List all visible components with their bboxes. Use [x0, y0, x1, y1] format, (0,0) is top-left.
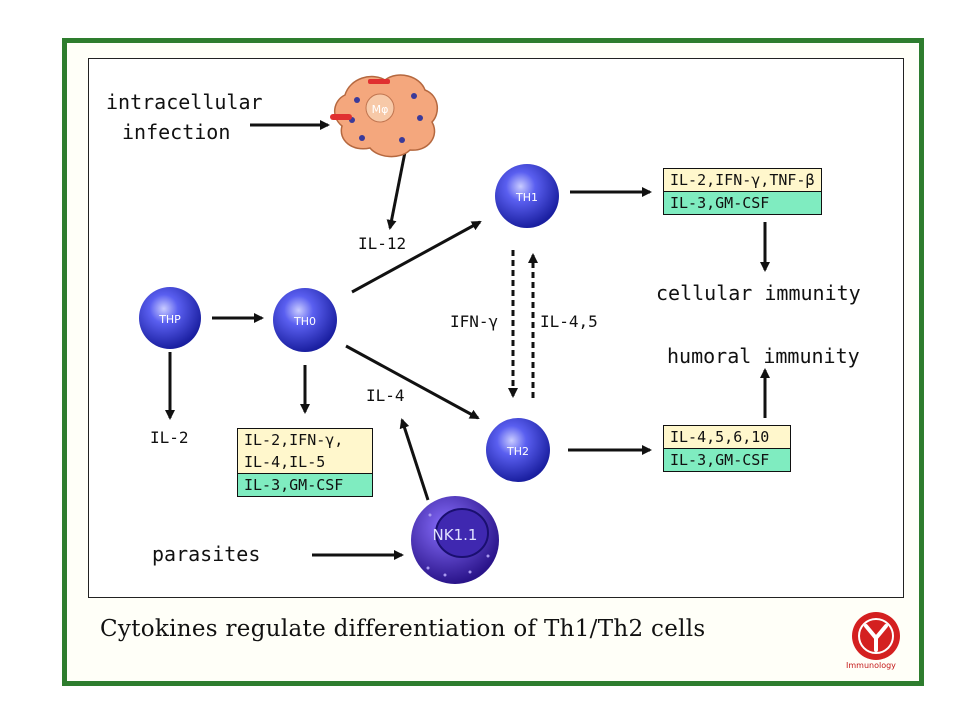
- th2-cytokines-secondary: IL-3,GM-CSF: [664, 448, 790, 471]
- th0-cytokine-box: IL-2,IFN-γ, IL-4,IL-5 IL-3,GM-CSF: [237, 428, 373, 497]
- macrophage-cell: Mφ: [330, 74, 439, 158]
- th1-cell: TH1: [495, 164, 559, 228]
- th1-cytokine-box: IL-2,IFN-γ,TNF-β IL-3,GM-CSF: [663, 168, 822, 215]
- label-il12: IL-12: [358, 234, 407, 253]
- th0-cell: TH0: [273, 288, 337, 352]
- immunology-logo: [852, 612, 900, 660]
- th1-cytokines-primary: IL-2,IFN-γ,TNF-β: [664, 169, 821, 191]
- thp-cell: THP: [139, 287, 201, 349]
- th2-cell: TH2: [486, 418, 550, 482]
- th2-cytokine-box: IL-4,5,6,10 IL-3,GM-CSF: [663, 425, 791, 472]
- label-cellular-immunity: cellular immunity: [656, 281, 861, 305]
- arrow-macrophage-to-il12: [386, 151, 407, 230]
- arrow-th0-to-th1: [351, 220, 482, 294]
- th0-cytokines-line1: IL-2,IFN-γ,: [238, 429, 372, 451]
- th1-label: TH1: [515, 191, 538, 204]
- macrophage-label: Mφ: [372, 103, 389, 116]
- label-infection: infection: [122, 120, 231, 144]
- arrows: [165, 120, 770, 560]
- label-parasites: parasites: [152, 542, 261, 566]
- thp-label: THP: [158, 313, 181, 326]
- logo-text: Immunology: [846, 661, 896, 670]
- th2-cytokines-primary: IL-4,5,6,10: [664, 426, 790, 448]
- th1-cytokines-secondary: IL-3,GM-CSF: [664, 191, 821, 214]
- diagram-panel: [88, 58, 904, 598]
- arrow-nk-to-il4: [399, 418, 430, 501]
- nk-label: NK1.1: [433, 526, 478, 544]
- th0-label: TH0: [293, 315, 316, 328]
- label-ifn-gamma: IFN-γ: [450, 312, 499, 331]
- label-il4-5: IL-4,5: [540, 312, 598, 331]
- th0-cytokines-secondary: IL-3,GM-CSF: [238, 473, 372, 496]
- nk-cell: NK1.1: [411, 496, 499, 584]
- antibody-icon: [864, 624, 888, 652]
- label-intracellular: intracellular: [106, 90, 263, 114]
- label-il2: IL-2: [150, 428, 189, 447]
- th2-label: TH2: [506, 445, 529, 458]
- figure-caption: Cytokines regulate differentiation of Th…: [100, 616, 706, 642]
- label-humoral-immunity: humoral immunity: [667, 344, 860, 368]
- th0-cytokines-line2: IL-4,IL-5: [238, 451, 372, 473]
- label-il4: IL-4: [366, 386, 405, 405]
- arrow-th0-to-th2: [345, 344, 480, 420]
